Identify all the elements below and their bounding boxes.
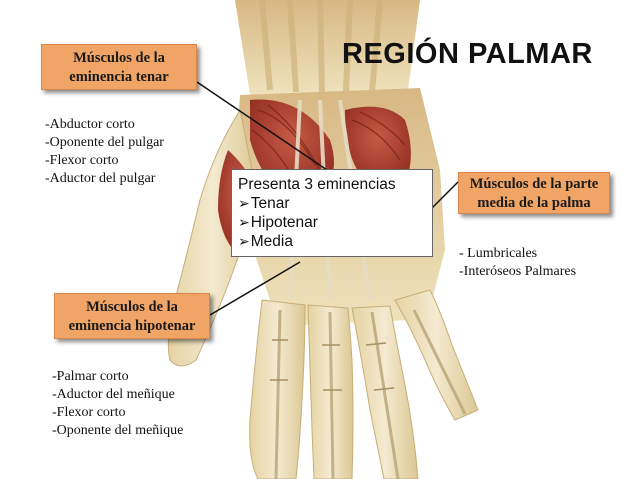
list-item: ➢Tenar bbox=[238, 195, 290, 212]
thenar-label-line1: Músculos de la bbox=[73, 50, 165, 66]
thenar-label-line2: eminencia tenar bbox=[69, 69, 169, 85]
thenar-muscle-list: -Abductor corto -Oponente del pulgar -Fl… bbox=[45, 116, 164, 188]
middle-leader-line bbox=[429, 181, 459, 211]
summary-heading: Presenta 3 eminencias bbox=[238, 176, 396, 193]
list-item: - Lumbricales bbox=[459, 246, 538, 261]
middle-muscle-list: - Lumbricales -Interóseos Palmares bbox=[459, 245, 576, 281]
list-item: -Oponente del pulgar bbox=[45, 135, 164, 150]
thenar-label-box: Músculos de la eminencia tenar bbox=[41, 44, 197, 90]
list-item: -Oponente del meñique bbox=[52, 423, 184, 438]
hypothenar-muscle-mass bbox=[345, 106, 411, 184]
list-item: -Aductor del meñique bbox=[52, 387, 175, 402]
arrow-bullet-icon: ➢ bbox=[238, 233, 250, 249]
arrow-bullet-icon: ➢ bbox=[238, 195, 250, 211]
list-item: -Abductor corto bbox=[45, 117, 135, 132]
eminences-summary-box: Presenta 3 eminencias ➢Tenar ➢Hipotenar … bbox=[231, 169, 433, 257]
hypothenar-label-line2: eminencia hipotenar bbox=[68, 318, 196, 334]
list-item: -Flexor corto bbox=[52, 405, 126, 420]
list-item: -Palmar corto bbox=[52, 369, 129, 384]
hypothenar-leader-line bbox=[209, 261, 301, 316]
list-item: ➢Media bbox=[238, 233, 293, 250]
hypothenar-label-line1: Músculos de la bbox=[86, 299, 178, 315]
hypothenar-muscle-list: -Palmar corto -Aductor del meñique -Flex… bbox=[52, 368, 183, 440]
middle-label-box: Músculos de la parte media de la palma bbox=[458, 172, 610, 214]
list-item: ➢Hipotenar bbox=[238, 214, 318, 231]
arrow-bullet-icon: ➢ bbox=[238, 214, 250, 230]
middle-label-line1: Músculos de la parte bbox=[469, 176, 599, 192]
list-item: -Aductor del pulgar bbox=[45, 171, 156, 186]
middle-label-line2: media de la palma bbox=[477, 195, 591, 211]
hypothenar-label-box: Músculos de la eminencia hipotenar bbox=[54, 293, 210, 339]
list-item: -Flexor corto bbox=[45, 153, 119, 168]
page-title: REGIÓN PALMAR bbox=[342, 38, 593, 70]
thenar-leader-line bbox=[196, 81, 331, 173]
list-item: -Interóseos Palmares bbox=[459, 264, 577, 279]
